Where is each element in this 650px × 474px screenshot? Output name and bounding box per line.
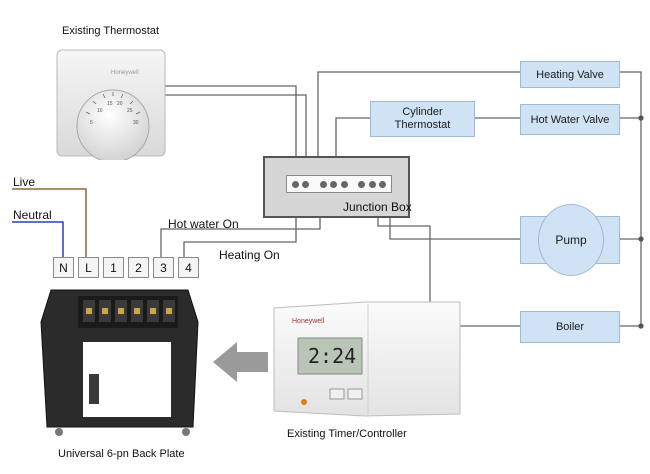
- dial-number: 5: [90, 120, 93, 126]
- thermostat-device: Honeywell 5 10 15 20 25 30: [55, 48, 169, 160]
- timer-brand: Honeywell: [292, 318, 325, 325]
- arrow-left-icon: [213, 342, 268, 382]
- pump-circle: Pump: [538, 204, 604, 276]
- wire-thermostat-1: [160, 85, 297, 178]
- heating-on-label: Heating On: [219, 248, 280, 262]
- terminal-n: N: [53, 257, 74, 278]
- junction-screw: [319, 180, 327, 188]
- timer-device: Honeywell 2:24: [270, 296, 463, 421]
- junction-terminal-strip: [286, 175, 392, 193]
- live-label: Live: [13, 175, 36, 189]
- junction-screw: [330, 180, 338, 188]
- timer-graphic: [273, 301, 461, 417]
- bus-node-pump: [638, 236, 644, 242]
- neutral-wire: [12, 221, 64, 258]
- boiler-box: Boiler: [520, 311, 620, 343]
- wire-heating-valve: [317, 71, 520, 178]
- junction-screw: [379, 180, 387, 188]
- dial-number: 25: [127, 108, 133, 114]
- junction-screw: [340, 180, 348, 188]
- cylinder-thermostat-line1: Cylinder: [402, 106, 443, 118]
- timer-label: Existing Timer/Controller: [287, 428, 407, 440]
- terminal-4: 4: [178, 257, 199, 278]
- terminal-3: 3: [153, 257, 174, 278]
- terminal-1: 1: [103, 257, 124, 278]
- wire-heating-on: [183, 194, 297, 258]
- junction-screw: [368, 180, 376, 188]
- terminal-l: L: [78, 257, 99, 278]
- terminal-row: N L 1 2 3 4: [53, 257, 199, 278]
- pump-box: Pump: [520, 204, 620, 276]
- junction-screw: [291, 180, 299, 188]
- dial-number: 15: [107, 101, 113, 107]
- back-plate: [33, 282, 208, 442]
- timer-display: 2:24: [308, 344, 357, 368]
- bus-node-boiler: [638, 323, 644, 329]
- bus-node-hw: [638, 115, 644, 121]
- terminal-2: 2: [128, 257, 149, 278]
- back-plate-label: Universal 6-pn Back Plate: [58, 448, 185, 460]
- cylinder-thermostat-line2: Thermostat: [394, 119, 451, 131]
- dial-number: 20: [117, 101, 123, 107]
- junction-screw: [357, 180, 365, 188]
- wire-thermostat-2: [160, 94, 307, 178]
- wire-right-bus: [619, 71, 642, 327]
- junction-box: Junction Box: [263, 156, 412, 218]
- live-wire: [12, 188, 87, 258]
- existing-thermostat-label: Existing Thermostat: [62, 25, 160, 37]
- pump-label: Pump: [555, 233, 587, 247]
- dial-number: 30: [133, 120, 139, 126]
- heating-valve-box: Heating Valve: [520, 61, 620, 88]
- thermostat-brand: Honeywell: [111, 70, 139, 76]
- junction-box-label: Junction Box: [343, 200, 412, 214]
- hot-water-valve-box: Hot Water Valve: [520, 104, 620, 135]
- thermostat-graphic: [56, 49, 166, 160]
- cylinder-thermostat-box: Cylinder Thermostat: [370, 101, 475, 137]
- junction-screw: [302, 180, 310, 188]
- neutral-label: Neutral: [13, 208, 52, 222]
- back-plate-graphic: [40, 289, 199, 436]
- dial-number: 10: [97, 108, 103, 114]
- hot-water-on-label: Hot water On: [168, 217, 239, 231]
